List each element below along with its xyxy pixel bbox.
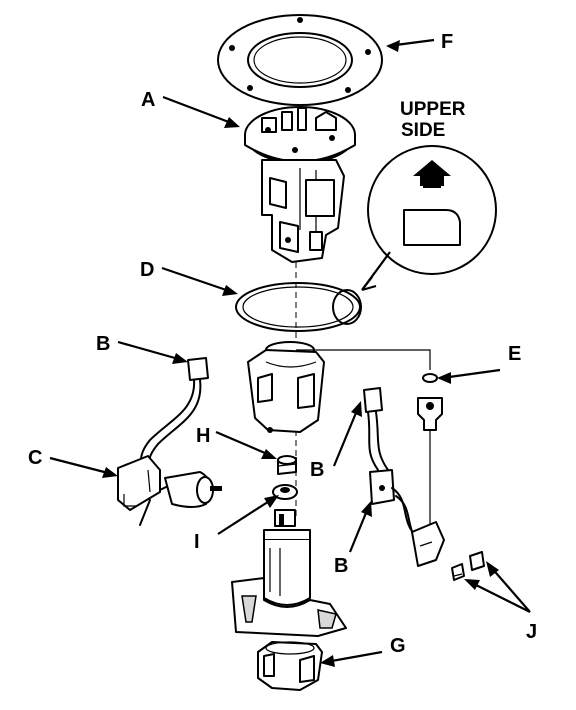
fuel-pump — [231, 509, 347, 637]
label-j: J — [526, 621, 537, 643]
label-c: C — [28, 447, 42, 469]
right-wire-harness — [363, 387, 445, 567]
inset-side-label: SIDE — [401, 120, 445, 141]
pump-reservoir-bracket — [247, 341, 325, 433]
part-a-fuel-pump-module-top — [244, 106, 356, 263]
part-d-o-ring — [235, 282, 362, 332]
label-b-mid: B — [310, 459, 324, 481]
label-f: F — [441, 31, 453, 53]
label-h: H — [196, 425, 210, 447]
part-h-filter-cap — [277, 455, 297, 475]
part-j-clips — [451, 551, 485, 581]
part-e-pressure-regulator — [417, 373, 443, 525]
part-c-fuel-level-sender — [117, 357, 222, 526]
label-d: D — [140, 259, 154, 281]
label-b-top: B — [96, 333, 110, 355]
o-ring-cross-section-icon — [403, 209, 461, 246]
label-b-low: B — [334, 555, 348, 577]
label-g: G — [390, 635, 406, 657]
upper-side-inset: UPPER SIDE — [367, 99, 497, 275]
part-i-cushion — [272, 484, 298, 500]
inset-upper-label: UPPER — [400, 99, 466, 120]
label-e: E — [508, 343, 521, 365]
e-guide-line — [296, 349, 431, 370]
part-g-retainer — [257, 641, 323, 691]
part-f-base-gasket — [217, 14, 383, 106]
label-i: I — [194, 531, 200, 553]
label-a: A — [141, 89, 155, 111]
